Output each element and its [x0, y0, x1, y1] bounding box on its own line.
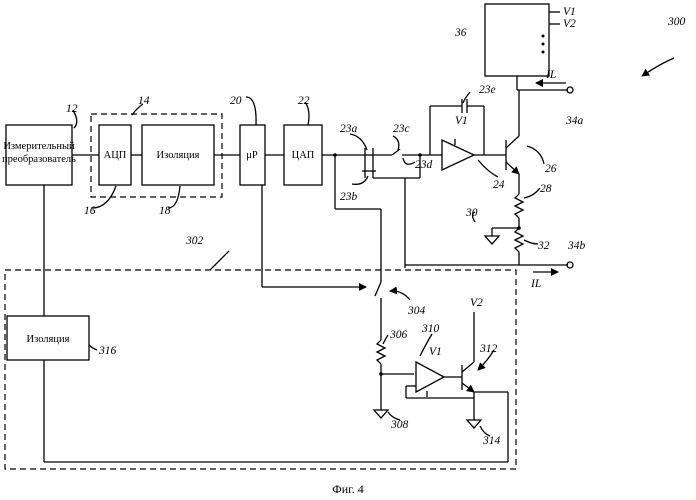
ref-310: 310 [421, 323, 440, 335]
ref-23e: 23e [479, 84, 496, 96]
label-v1-amp: V1 [455, 115, 468, 127]
ref-32: 32 [537, 240, 550, 252]
ref-28: 28 [540, 183, 552, 195]
label-il-top: IL [545, 69, 556, 81]
ref-308: 308 [390, 419, 409, 431]
label-v1-amp2: V1 [429, 346, 442, 358]
sense-circuit-302 [5, 270, 516, 469]
ref-314: 314 [482, 435, 501, 447]
ref-300: 300 [667, 16, 686, 28]
ref-20: 20 [230, 95, 242, 107]
microprocessor-label: μP [246, 150, 258, 161]
ref-16: 16 [84, 205, 96, 217]
label-v2-bottom: V2 [470, 297, 483, 309]
ref-26: 26 [545, 163, 557, 175]
ref-304: 304 [407, 305, 426, 317]
ref-34a: 34a [565, 115, 584, 127]
ref-23d: 23d [415, 159, 433, 171]
label-il-bottom: IL [530, 278, 541, 290]
ref-316: 316 [98, 345, 117, 357]
figure-caption: Фиг. 4 [332, 482, 363, 496]
ref-23b: 23b [340, 191, 358, 203]
op-amp-24 [442, 140, 474, 170]
isolation-top-label: Изоляция [157, 150, 200, 161]
ref-18: 18 [159, 205, 171, 217]
transducer-label-2: преобразователь [2, 154, 76, 165]
ref-24: 24 [493, 179, 505, 191]
label-v1-top: V1 [563, 6, 576, 18]
dac-label: ЦАП [292, 150, 315, 161]
ref-12: 12 [66, 103, 78, 115]
ref-14: 14 [138, 95, 150, 107]
ref-34b: 34b [567, 240, 586, 252]
ref-23c: 23c [393, 123, 410, 135]
ref-36: 36 [454, 27, 467, 39]
op-amp-310 [416, 362, 444, 392]
label-v2-top: V2 [563, 18, 576, 30]
ref-306: 306 [389, 329, 408, 341]
ref-23a: 23a [340, 123, 358, 135]
ref-30: 30 [465, 207, 478, 219]
isolation-bottom-label: Изоляция [27, 334, 70, 345]
ref-312: 312 [479, 343, 498, 355]
power-block-36 [485, 4, 549, 76]
adc-label: АЦП [104, 150, 127, 161]
ref-302: 302 [185, 235, 204, 247]
ref-22: 22 [298, 95, 310, 107]
transducer-label-1: Измерительный [3, 141, 75, 152]
